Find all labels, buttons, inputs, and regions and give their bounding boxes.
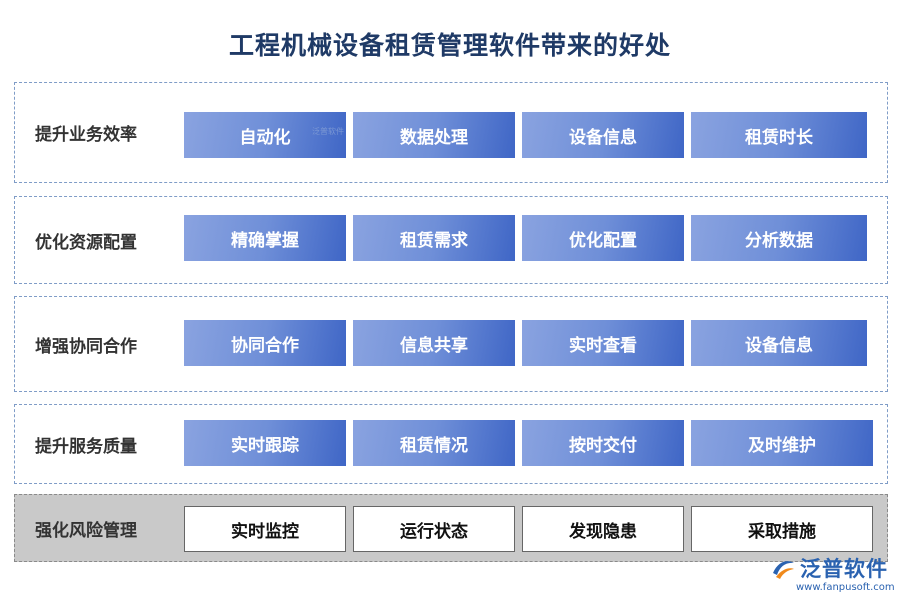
benefit-chip: 采取措施 — [691, 506, 873, 552]
brand-swoosh-icon — [773, 561, 794, 579]
benefit-chip: 租赁需求 — [353, 215, 515, 261]
benefit-chip: 实时查看 — [522, 320, 684, 366]
benefit-chip: 自动化 — [184, 112, 346, 158]
brand-url: www.fanpusoft.com — [796, 582, 895, 593]
row-efficiency: 提升业务效率 — [14, 82, 888, 183]
benefit-chip: 设备信息 — [691, 320, 867, 366]
benefit-chip: 按时交付 — [522, 420, 684, 466]
benefit-chip: 设备信息 — [522, 112, 684, 158]
row-collaboration: 增强协同合作 — [14, 296, 888, 392]
benefit-chip: 租赁时长 — [691, 112, 867, 158]
benefit-chip: 实时监控 — [184, 506, 346, 552]
row-label: 提升服务质量 — [35, 436, 137, 457]
benefit-chip: 分析数据 — [691, 215, 867, 261]
watermark-logo: 泛普软件 — [312, 127, 344, 136]
benefit-chip: 数据处理 — [353, 112, 515, 158]
row-service: 提升服务质量 — [14, 404, 888, 484]
row-label: 强化风险管理 — [35, 520, 137, 541]
brand-logo: 泛普软件 — [770, 553, 888, 583]
benefit-chip: 实时跟踪 — [184, 420, 346, 466]
diagram-title: 工程机械设备租赁管理软件带来的好处 — [228, 31, 671, 60]
benefit-chip: 协同合作 — [184, 320, 346, 366]
row-label: 提升业务效率 — [35, 125, 137, 145]
benefit-chip: 优化配置 — [522, 215, 684, 261]
row-label: 增强协同合作 — [35, 336, 137, 357]
brand-name: 泛普软件 — [800, 557, 888, 581]
benefit-chip: 运行状态 — [353, 506, 515, 552]
row-resources: 优化资源配置 — [14, 196, 888, 284]
benefit-chip: 发现隐患 — [522, 506, 684, 552]
row-label: 优化资源配置 — [35, 232, 137, 253]
benefit-chip: 及时维护 — [691, 420, 873, 466]
benefit-chip: 信息共享 — [353, 320, 515, 366]
benefit-chip: 精确掌握 — [184, 215, 346, 261]
benefit-chip: 租赁情况 — [353, 420, 515, 466]
